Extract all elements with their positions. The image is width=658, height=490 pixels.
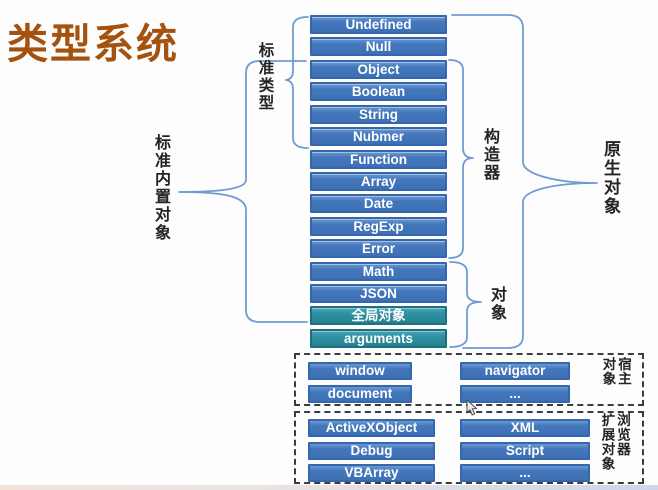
ext-box-script: Script bbox=[460, 442, 590, 460]
ext-box-activexobject: ActiveXObject bbox=[308, 419, 435, 437]
type-box-array: Array bbox=[310, 172, 447, 191]
host-objects-label: 对象 宿主 bbox=[600, 357, 632, 386]
objects-brace bbox=[449, 261, 482, 348]
browser-ext-group bbox=[294, 411, 644, 484]
host-box-more: ... bbox=[460, 385, 570, 403]
objects-label: 对象 bbox=[488, 286, 505, 322]
page-title: 类型系统 bbox=[7, 21, 179, 67]
host-objects-label-right-col: 宿主 bbox=[616, 357, 631, 386]
standard-builtin-objects-label: 标准内置对象 bbox=[152, 134, 169, 242]
standard-types-label: 标准类型 bbox=[256, 42, 274, 112]
host-objects-label-left-col: 对象 bbox=[600, 357, 616, 386]
type-box-arguments: arguments bbox=[310, 329, 447, 348]
constructors-brace bbox=[448, 59, 474, 259]
browser-ext-label-right-col: 浏览器 bbox=[615, 413, 630, 457]
ext-box-xml: XML bbox=[460, 419, 590, 437]
type-box-math: Math bbox=[310, 262, 447, 281]
ext-box-vbarray: VBArray bbox=[308, 464, 435, 482]
ext-box-more: ... bbox=[460, 464, 590, 482]
type-box-number: Nubmer bbox=[310, 127, 447, 146]
type-box-null: Null bbox=[310, 37, 447, 56]
type-box-boolean: Boolean bbox=[310, 82, 447, 101]
type-box-global-object: 全局对象 bbox=[310, 306, 447, 325]
type-box-json: JSON bbox=[310, 284, 447, 303]
constructors-label: 构造器 bbox=[481, 128, 498, 182]
host-box-navigator: navigator bbox=[460, 362, 570, 380]
type-box-error: Error bbox=[310, 239, 447, 258]
window-bottom-edge bbox=[0, 485, 658, 490]
type-box-regexp: RegExp bbox=[310, 217, 447, 236]
type-box-undefined: Undefined bbox=[310, 15, 447, 34]
type-box-string: String bbox=[310, 105, 447, 124]
host-box-window: window bbox=[308, 362, 412, 380]
ext-box-debug: Debug bbox=[308, 442, 435, 460]
type-box-function: Function bbox=[310, 150, 447, 169]
type-box-date: Date bbox=[310, 194, 447, 213]
native-objects-label: 原生对象 bbox=[601, 140, 620, 216]
mouse-cursor bbox=[466, 399, 478, 416]
host-box-document: document bbox=[308, 385, 412, 403]
standard-builtin-objects-brace bbox=[178, 60, 308, 323]
native-objects-brace bbox=[451, 14, 598, 349]
browser-ext-label-left-col: 扩展对象 bbox=[599, 413, 615, 471]
type-box-object: Object bbox=[310, 60, 447, 79]
standard-types-brace bbox=[285, 16, 309, 149]
browser-ext-label: 扩展对象 浏览器 bbox=[599, 413, 631, 471]
